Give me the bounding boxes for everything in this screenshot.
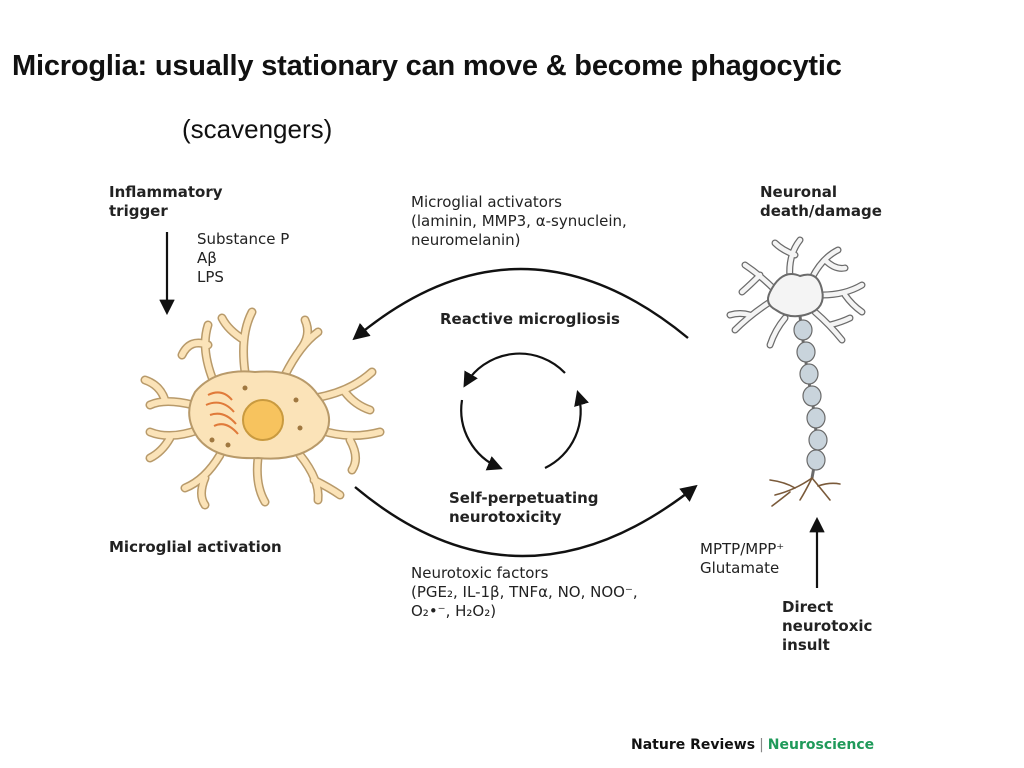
trigger-agents-label: Substance P Aβ LPS bbox=[197, 230, 290, 286]
microglia-process bbox=[312, 369, 375, 413]
neurotoxic-factors-arrow bbox=[354, 484, 698, 558]
slide-title: Microglia: usually stationary can move &… bbox=[12, 50, 842, 82]
microglia-organelle bbox=[209, 412, 237, 425]
microglia-process bbox=[219, 309, 255, 375]
axon-terminal-branch bbox=[799, 477, 813, 501]
insult-agents-label: MPTP/MPP⁺ Glutamate bbox=[700, 540, 785, 577]
microglia-organelle bbox=[205, 401, 235, 413]
myelin-segment bbox=[793, 319, 813, 341]
direct-insult-label: Direct neurotoxic insult bbox=[782, 598, 873, 654]
inflammatory-trigger-label: Inflammatory trigger bbox=[109, 183, 223, 220]
axon-terminal-branch bbox=[811, 477, 831, 501]
myelin-segment bbox=[806, 407, 826, 429]
microglia-granule bbox=[242, 385, 248, 391]
myelin-segment bbox=[802, 385, 822, 407]
neuron-dendrite bbox=[809, 247, 848, 281]
microglia-granule bbox=[209, 437, 215, 443]
credit-journal: Neuroscience bbox=[767, 737, 875, 753]
myelin-segment bbox=[806, 449, 826, 471]
axon-terminal-branch bbox=[771, 491, 791, 507]
neuron-dendrite bbox=[739, 262, 778, 295]
microglial-activation-label: Microglial activation bbox=[109, 538, 282, 556]
slide-subtitle: (scavengers) bbox=[182, 114, 333, 144]
neuron-dendrite bbox=[727, 299, 773, 333]
myelin-segment bbox=[796, 341, 816, 363]
axon-terminal-branch bbox=[817, 482, 841, 487]
neuron-dendrite bbox=[767, 315, 788, 348]
myelin-segment bbox=[799, 363, 819, 385]
microglia-organelle bbox=[207, 391, 233, 401]
credit-publisher: Nature Reviews bbox=[631, 737, 756, 753]
credit-separator: | bbox=[759, 737, 764, 753]
neuron-dendrite bbox=[819, 282, 865, 315]
microglia-process bbox=[297, 452, 343, 503]
reactive-microgliosis-arrow bbox=[352, 267, 689, 341]
microglia-process bbox=[147, 427, 201, 461]
neuronal-death-label: Neuronal death/damage bbox=[760, 183, 882, 220]
microglia-process bbox=[282, 317, 321, 378]
microglia-process bbox=[142, 377, 196, 408]
microglia-cell-illustration bbox=[140, 307, 385, 510]
reactive-microgliosis-label: Reactive microgliosis bbox=[440, 310, 620, 328]
source-credit: Nature Reviews|Neuroscience bbox=[631, 737, 874, 753]
neurotoxic-factors-label: Neurotoxic factors (PGE₂, IL-1β, TNFα, N… bbox=[411, 564, 638, 620]
microglia-granule bbox=[297, 425, 303, 431]
myelin-segment bbox=[808, 429, 828, 451]
neuron-illustration bbox=[726, 236, 866, 507]
cycle-arrow-left bbox=[460, 399, 503, 471]
microglial-activators-label: Microglial activators (laminin, MMP3, α-… bbox=[411, 193, 627, 249]
microglia-granule bbox=[225, 442, 231, 448]
cycle-arrow-top bbox=[463, 352, 566, 388]
microglia-granule bbox=[293, 397, 299, 403]
self-perpetuating-label: Self-perpetuating neurotoxicity bbox=[449, 489, 599, 526]
neuron-dendrite bbox=[812, 309, 853, 343]
cycle-arrow-right bbox=[544, 390, 589, 469]
microglia-organelle bbox=[213, 423, 239, 435]
microglia-process bbox=[254, 455, 268, 505]
axon-terminal-branch bbox=[769, 479, 796, 489]
microglia-process bbox=[182, 452, 223, 508]
